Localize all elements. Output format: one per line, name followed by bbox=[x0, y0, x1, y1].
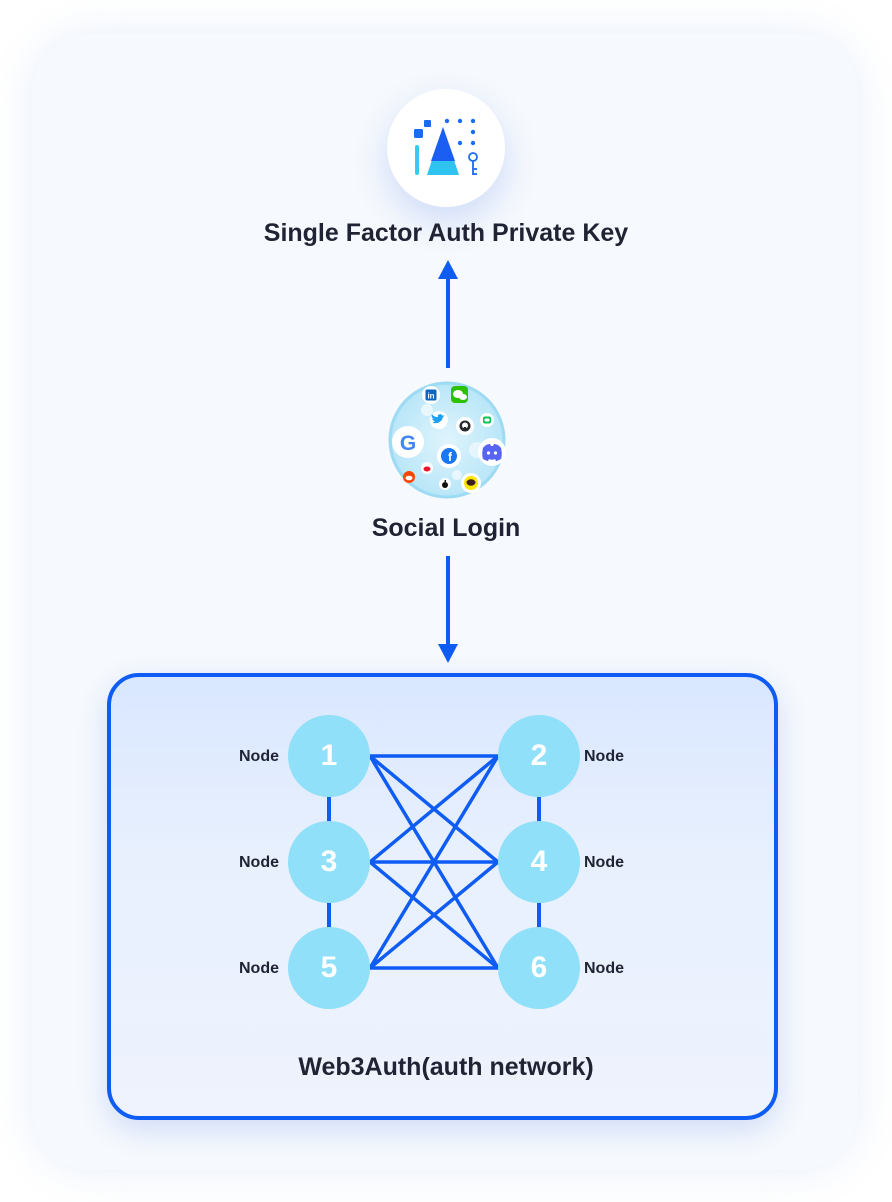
node-5-label: Node bbox=[239, 960, 279, 977]
arrow-down-icon bbox=[438, 556, 458, 663]
arrow-up-icon bbox=[438, 260, 458, 368]
node-3-circle bbox=[288, 821, 370, 903]
node-2-label: Node bbox=[584, 748, 624, 765]
social-login-title: Social Login bbox=[371, 514, 521, 542]
node-4-label: Node bbox=[584, 854, 624, 871]
sfa-private-key-title: Single Factor Auth Private Key bbox=[263, 219, 629, 247]
facebook-icon: f bbox=[437, 444, 461, 468]
node-3-label: Node bbox=[239, 854, 279, 871]
node-6-label: Node bbox=[584, 960, 624, 977]
wechat-icon bbox=[451, 386, 468, 403]
discord-icon bbox=[478, 438, 506, 466]
svg-text:in: in bbox=[427, 392, 434, 401]
node-1-circle bbox=[288, 715, 370, 797]
node-1-label: Node bbox=[239, 748, 279, 765]
node-2-circle bbox=[498, 715, 580, 797]
social-login-badge: G in bbox=[387, 380, 507, 500]
node-5-number: 5 bbox=[320, 951, 338, 984]
node-1-number: 1 bbox=[320, 739, 338, 772]
svg-text:f: f bbox=[448, 450, 453, 464]
auth-network-title: Web3Auth(auth network) bbox=[298, 1053, 594, 1081]
line-icon bbox=[480, 413, 494, 427]
google-icon: G bbox=[392, 426, 424, 458]
sfa-logo-badge bbox=[387, 89, 505, 207]
auth-network-box bbox=[107, 673, 778, 1120]
edge-3-2 bbox=[368, 754, 500, 864]
svg-text:G: G bbox=[400, 432, 416, 455]
node-4-number: 4 bbox=[530, 845, 548, 878]
linkedin-icon: in bbox=[422, 386, 440, 404]
weibo-icon bbox=[421, 462, 433, 474]
node-2-number: 2 bbox=[530, 739, 548, 772]
node-6-number: 6 bbox=[530, 951, 548, 984]
kakao-icon bbox=[461, 473, 481, 493]
twitter-icon bbox=[430, 411, 448, 429]
reddit-icon bbox=[403, 471, 415, 483]
apple-icon bbox=[439, 478, 451, 490]
node-4-circle bbox=[498, 821, 580, 903]
node-6-circle bbox=[498, 927, 580, 1009]
web3auth-sfa-key-icon bbox=[414, 118, 478, 175]
node-3-number: 3 bbox=[320, 845, 338, 878]
edge-5-4 bbox=[368, 860, 500, 970]
github-icon bbox=[456, 417, 474, 435]
node-5-circle bbox=[288, 927, 370, 1009]
edge-5-2 bbox=[368, 755, 500, 969]
